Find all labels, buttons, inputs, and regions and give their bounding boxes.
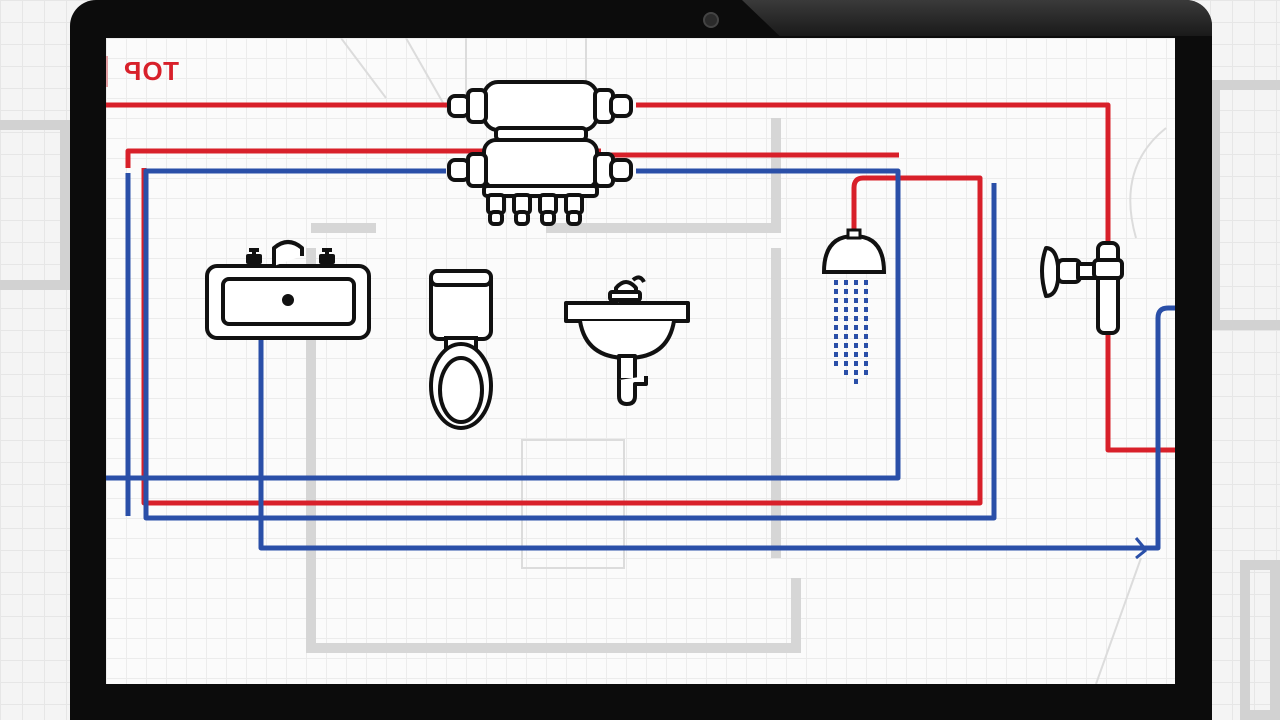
flow-arrow-icon <box>1134 537 1148 560</box>
sink-icon <box>564 275 690 406</box>
hot-pipe-loop <box>125 148 601 168</box>
bezel-glare <box>742 0 1212 36</box>
webcam-icon <box>703 12 719 28</box>
shower-water-drops <box>834 280 868 388</box>
plumbing-diagram <box>106 38 1175 684</box>
cold-water-pipes <box>106 168 1175 551</box>
wall-main-room <box>306 248 801 653</box>
right-diagonal <box>1095 557 1142 684</box>
shower-icon <box>821 228 887 388</box>
cold-pipe-bathtub <box>258 305 1175 551</box>
hot-pipe-outer <box>141 168 983 506</box>
background-wall-left <box>0 120 70 290</box>
screen-grid <box>106 38 1175 684</box>
cold-pipe-top-right <box>106 168 901 481</box>
bathtub-icon <box>205 240 371 340</box>
toilet-icon <box>429 269 493 430</box>
cold-pipe-top <box>143 168 997 521</box>
background-wall-right-bottom <box>1240 560 1280 720</box>
valve-icon <box>1040 241 1124 335</box>
background-wall-right <box>1210 80 1280 330</box>
manifold-icon <box>447 80 633 226</box>
laptop-screen: TOP <box>106 38 1175 684</box>
right-room-arc <box>1129 127 1167 239</box>
